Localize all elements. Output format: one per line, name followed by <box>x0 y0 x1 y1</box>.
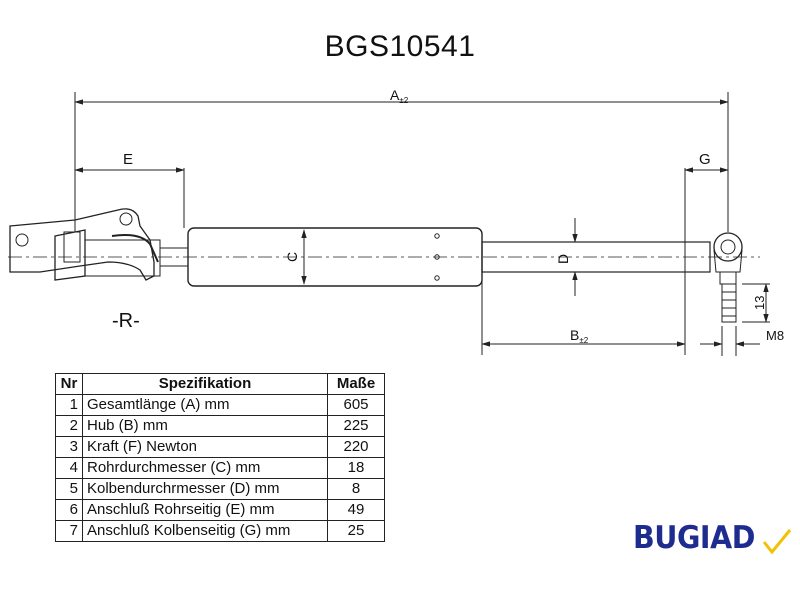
bugiad-logo: BUGIAD <box>633 520 755 556</box>
row-label: Kolbendurchrmesser (D) mm <box>82 478 328 500</box>
column-header-nr: Nr <box>55 373 83 395</box>
column-header-spezifikation: Spezifikation <box>82 373 328 395</box>
bracket-hole <box>119 212 133 226</box>
row-label: Rohrdurchmesser (C) mm <box>82 457 328 479</box>
row-label: Hub (B) mm <box>82 415 328 437</box>
piston-rod <box>481 241 711 273</box>
row-value: 8 <box>327 478 385 500</box>
dimension-label-d: D <box>555 254 571 264</box>
left-end-fitting <box>85 239 161 277</box>
table-row: 6 Anschluß Rohrseitig (E) mm 49 <box>55 499 385 521</box>
dimension-label-b: B±2 <box>570 327 589 345</box>
row-number: 1 <box>55 394 83 416</box>
row-value: 25 <box>327 520 385 542</box>
table-row: 2 Hub (B) mm 225 <box>55 415 385 437</box>
row-number: 5 <box>55 478 83 500</box>
row-value: 220 <box>327 436 385 458</box>
part-number-title: BGS10541 <box>324 30 476 63</box>
table-header-row: Nr Spezifikation Maße <box>55 373 385 395</box>
row-value: 225 <box>327 415 385 437</box>
row-number: 6 <box>55 499 83 521</box>
row-value: 605 <box>327 394 385 416</box>
table-row: 1 Gesamtlänge (A) mm 605 <box>55 394 385 416</box>
dimension-label-g: G <box>699 151 711 168</box>
row-label: Anschluß Rohrseitig (E) mm <box>82 499 328 521</box>
stud-collar <box>719 271 737 285</box>
eye-end-ball <box>720 239 736 255</box>
cylinder-dot <box>434 254 440 260</box>
bracket-flange <box>111 234 159 263</box>
dimension-label-a: A±2 <box>390 87 409 105</box>
column-header-masse: Maße <box>327 373 385 395</box>
table-row: 3 Kraft (F) Newton 220 <box>55 436 385 458</box>
dimension-label-e: E <box>123 151 133 168</box>
row-label: Gesamtlänge (A) mm <box>82 394 328 416</box>
bracket-hole <box>15 233 29 247</box>
eye-end-ring <box>713 232 743 262</box>
row-label: Kraft (F) Newton <box>82 436 328 458</box>
specification-table: Nr Spezifikation Maße 1 Gesamtlänge (A) … <box>55 373 385 542</box>
dimension-label-c: C <box>284 252 300 262</box>
table-row: 7 Anschluß Kolbenseitig (G) mm 25 <box>55 520 385 542</box>
row-value: 18 <box>327 457 385 479</box>
dimension-label-13: 13 <box>752 296 767 310</box>
table-row: 4 Rohrdurchmesser (C) mm 18 <box>55 457 385 479</box>
row-number: 7 <box>55 520 83 542</box>
row-value: 49 <box>327 499 385 521</box>
row-label: Anschluß Kolbenseitig (G) mm <box>82 520 328 542</box>
logo-swoosh-icon <box>762 529 792 554</box>
side-label: -R- <box>112 310 140 332</box>
table-row: 5 Kolbendurchrmesser (D) mm 8 <box>55 478 385 500</box>
cylinder-dot <box>434 275 440 281</box>
left-ball-stud <box>63 231 81 263</box>
row-number: 2 <box>55 415 83 437</box>
row-number: 4 <box>55 457 83 479</box>
dimension-label-m8: M8 <box>766 328 784 343</box>
row-number: 3 <box>55 436 83 458</box>
cylinder-dot <box>434 233 440 239</box>
threaded-stud <box>721 283 737 323</box>
